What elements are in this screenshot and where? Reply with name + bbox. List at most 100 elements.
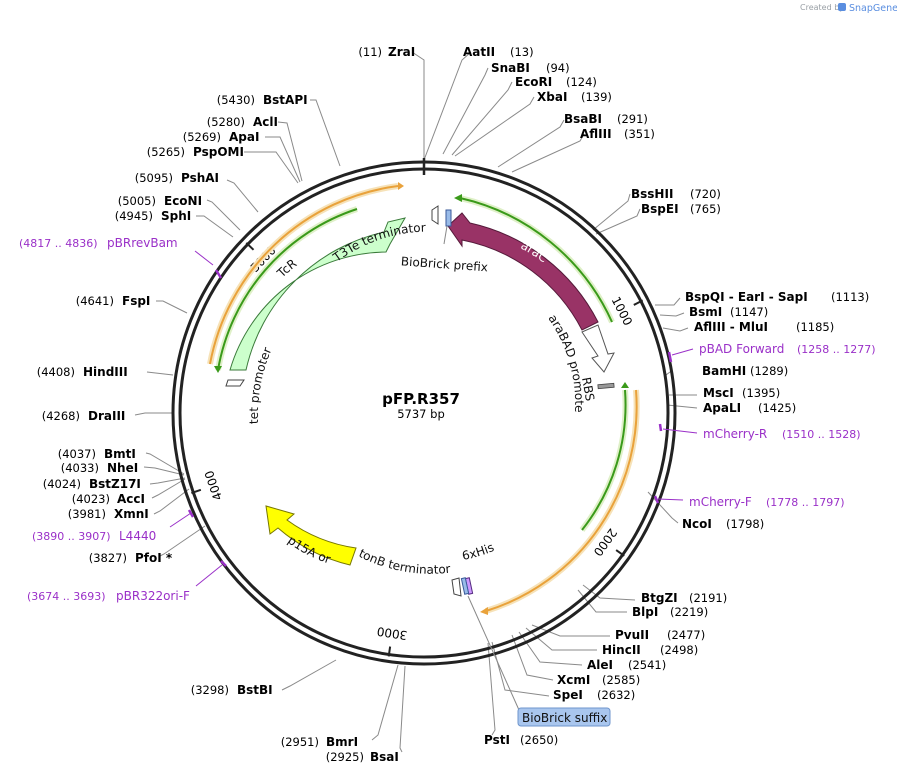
svg-text:(4817 .. 4836): (4817 .. 4836) <box>19 237 98 250</box>
site-label-ecori[interactable]: EcoRI(124) <box>515 75 597 89</box>
site-label-aatii[interactable]: AatII (13) <box>463 45 534 59</box>
svg-text:(1113): (1113) <box>831 290 869 304</box>
site-label-psti[interactable]: PstI(2650) <box>484 733 558 747</box>
svg-text:DraIII: DraIII <box>88 409 125 423</box>
svg-text:AclI: AclI <box>253 115 278 129</box>
site-label-bsmi[interactable]: BsmI(1147) <box>689 305 768 319</box>
feature-arac <box>447 212 599 331</box>
svg-text:(13): (13) <box>510 45 534 59</box>
svg-text:(291): (291) <box>617 112 648 126</box>
svg-text:BmtI: BmtI <box>104 447 136 461</box>
svg-text:XbaI: XbaI <box>537 90 567 104</box>
site-label-apai[interactable]: (5269)ApaI <box>183 130 260 144</box>
site-label-pspomi[interactable]: (5265)PspOMI <box>147 145 244 159</box>
site-label-afliii[interactable]: AflIII(351) <box>580 127 655 141</box>
svg-text:PspOMI: PspOMI <box>193 145 244 159</box>
site-label-bmti[interactable]: (4037)BmtI <box>58 447 136 461</box>
svg-text:(720): (720) <box>690 187 721 201</box>
svg-text:(1289): (1289) <box>750 364 788 378</box>
site-label-bsai[interactable]: (2925)BsaI <box>326 750 399 764</box>
primer-label-pbr322ori-f[interactable]: (3674 .. 3693)pBR322ori-F <box>27 589 190 603</box>
site-label-ncoi[interactable]: NcoI(1798) <box>682 517 764 531</box>
svg-text:(1425): (1425) <box>758 401 796 415</box>
svg-text:SphI: SphI <box>161 209 191 223</box>
site-label-xcmi[interactable]: XcmI(2585) <box>557 673 640 687</box>
primer-label-pbad-forward[interactable]: pBAD Forward(1258 .. 1277) <box>699 342 876 356</box>
svg-text:AatII: AatII <box>463 45 495 59</box>
site-label-hindiii[interactable]: (4408)HindIII <box>37 365 128 379</box>
svg-text:AleI: AleI <box>587 658 613 672</box>
site-label-bstapi[interactable]: (5430)BstAPI <box>217 93 308 107</box>
site-label-pvuii[interactable]: PvuII(2477) <box>615 628 705 642</box>
svg-text:(5005): (5005) <box>118 194 156 208</box>
svg-text:(1395): (1395) <box>742 386 780 400</box>
site-label-draiii[interactable]: (4268)DraIII <box>42 409 126 423</box>
orf-arrowhead <box>454 194 462 202</box>
svg-text:(2219): (2219) <box>670 605 708 619</box>
primer-label-pbrrevbam[interactable]: (4817 .. 4836)pBRrevBam <box>19 236 178 250</box>
svg-text:BsmI: BsmI <box>689 305 722 319</box>
svg-text:EcoRI: EcoRI <box>515 75 552 89</box>
site-label-spei[interactable]: SpeI(2632) <box>553 688 635 702</box>
created-by-label: Created by <box>800 3 844 12</box>
svg-text:XmnI: XmnI <box>114 507 149 521</box>
site-label-bstz17i[interactable]: (4024)BstZ17I <box>43 477 141 491</box>
site-label-sphi[interactable]: (4945)SphI <box>115 209 192 223</box>
svg-text:ApaI: ApaI <box>229 130 259 144</box>
tick-mark <box>387 646 392 657</box>
site-label-fspi[interactable]: (4641)FspI <box>76 294 151 308</box>
site-label-acci[interactable]: (4023)AccI <box>72 492 145 506</box>
svg-text:pBAD Forward: pBAD Forward <box>699 342 784 356</box>
site-label-pfoi[interactable]: (3827)PfoI * <box>89 551 173 565</box>
site-label-msci[interactable]: MscI(1395) <box>703 386 780 400</box>
primer-label-l4440[interactable]: (3890 .. 3907)L4440 <box>32 529 156 543</box>
site-label-econi[interactable]: (5005)EcoNI <box>118 194 202 208</box>
feature-tet-promoter <box>225 379 245 387</box>
site-labels[interactable]: (11)ZraI AatII(13) SnaBI(94) EcoRI(124) … <box>37 45 870 764</box>
site-label-apali[interactable]: ApaLI(1425) <box>703 401 796 415</box>
site-label-bspqi-eari-sapi[interactable]: BspQI - EarI - SapI(1113) <box>685 290 869 304</box>
feature-tcr <box>229 217 407 371</box>
tick-mark <box>615 549 625 557</box>
svg-text:(139): (139) <box>581 90 612 104</box>
site-label-pshai[interactable]: (5095)PshAI <box>135 171 219 185</box>
primer-mark-pbrrevbam <box>214 269 223 279</box>
primer-label-mcherry-f[interactable]: mCherry-F(1778 .. 1797) <box>689 495 845 509</box>
orf-track-tcr-outer <box>209 185 399 365</box>
site-label-bsabi[interactable]: BsaBI(291) <box>564 112 648 126</box>
tick-mark <box>633 299 644 306</box>
site-label-zrai[interactable]: (11)ZraI <box>358 45 415 59</box>
site-label-bstbi[interactable]: (3298)BstBI <box>191 683 273 697</box>
site-label-hincii[interactable]: HincII(2498) <box>602 643 698 657</box>
svg-text:BstZ17I: BstZ17I <box>89 477 141 491</box>
site-label-bsshii[interactable]: BssHII(720) <box>631 187 721 201</box>
site-label-bamhi[interactable]: BamHI (1289) <box>702 364 788 378</box>
svg-text:HincII: HincII <box>602 643 641 657</box>
svg-text:(5095): (5095) <box>135 171 173 185</box>
svg-text:BamHI: BamHI <box>702 364 746 378</box>
plasmid-name: pFP.R357 <box>382 390 460 408</box>
site-label-blpi[interactable]: BlpI(2219) <box>632 605 708 619</box>
feature-leader-biobrick-suffix <box>467 595 520 711</box>
primer-labels[interactable]: pBAD Forward(1258 .. 1277) mCherry-R(151… <box>19 236 876 603</box>
site-label-snabi[interactable]: SnaBI(94) <box>491 61 570 75</box>
svg-text:(2925): (2925) <box>326 750 364 764</box>
site-label-bspei[interactable]: BspEI(765) <box>641 202 721 216</box>
site-label-bmri[interactable]: (2951)BmrI <box>281 735 358 749</box>
orf-track-arac <box>459 197 613 323</box>
site-label-xbai[interactable]: XbaI (139) <box>537 90 612 104</box>
site-label-afliii-mlui[interactable]: AflIII - MluI(1185) <box>694 320 834 334</box>
primer-label-mcherry-r[interactable]: mCherry-R(1510 .. 1528) <box>703 427 861 441</box>
site-label-nhei[interactable]: (4033)NheI <box>61 461 138 475</box>
feature-label-tet-promoter: tet promoter <box>247 345 275 424</box>
feature-t3te-terminator <box>431 205 439 225</box>
feature-p15a-ori <box>265 505 357 566</box>
site-label-btgzi[interactable]: BtgZI(2191) <box>641 591 727 605</box>
site-label-acli[interactable]: (5280)AclI <box>207 115 278 129</box>
site-label-alei[interactable]: AleI(2541) <box>587 658 666 672</box>
svg-text:(3674 .. 3693): (3674 .. 3693) <box>27 590 106 603</box>
svg-text:AflIII: AflIII <box>580 127 612 141</box>
svg-text:(765): (765) <box>690 202 721 216</box>
site-label-xmni[interactable]: (3981)XmnI <box>68 507 149 521</box>
